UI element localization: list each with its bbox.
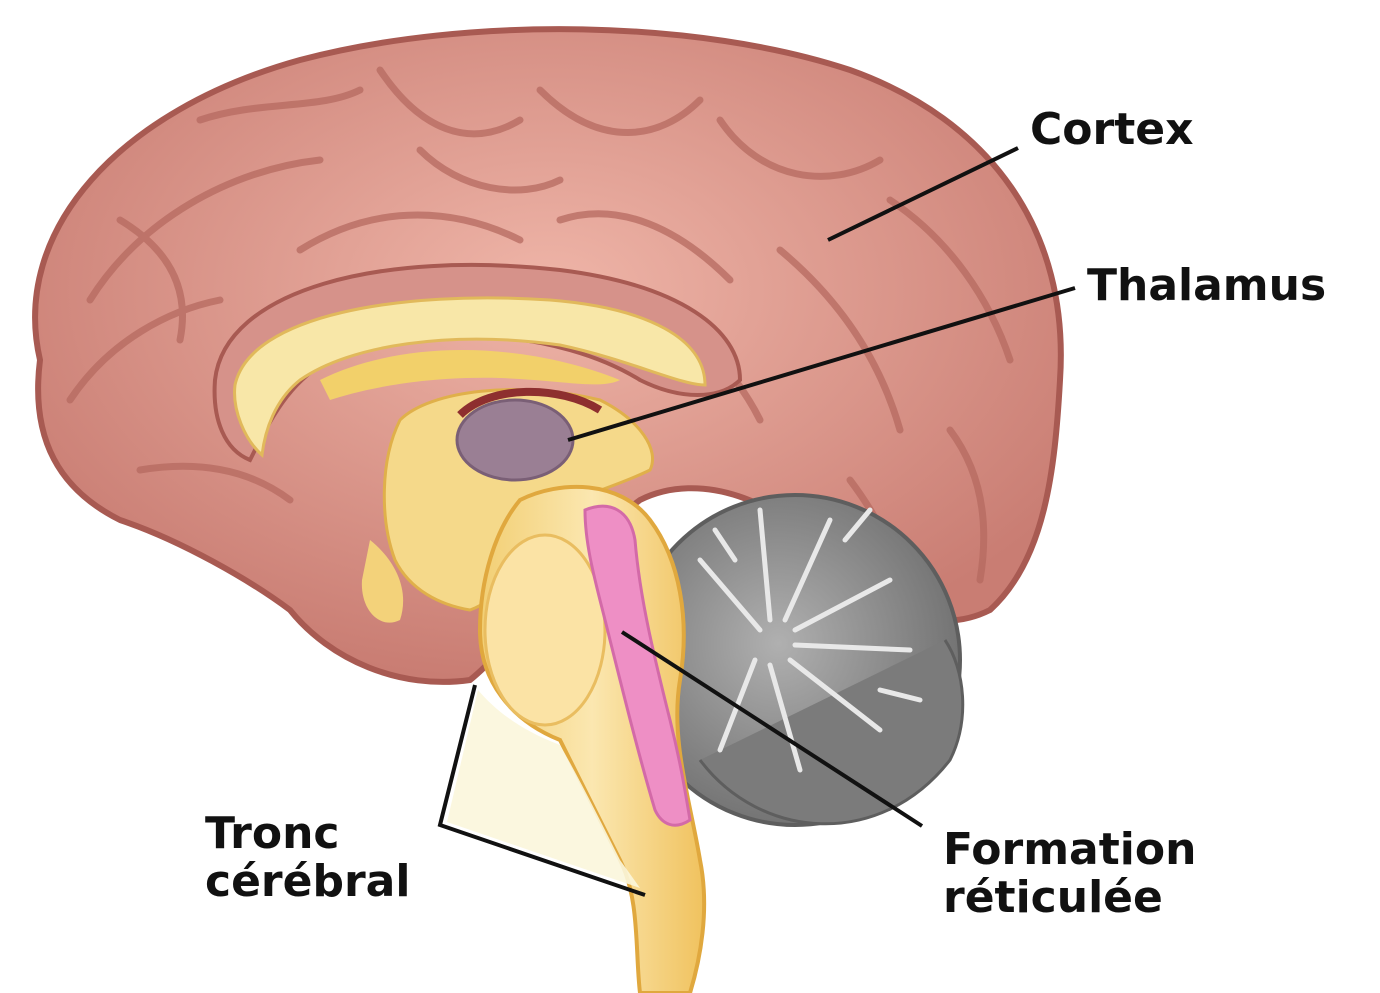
fornix [320,350,620,400]
hypothalamus-stalk [361,540,404,623]
brainstem-bracket [437,684,646,897]
thalamus-shape [455,398,575,482]
label-formation-line2: réticulée [943,872,1163,923]
cerebellum [628,493,965,827]
leader-cortex [827,146,1019,242]
leader-formation [620,630,924,828]
label-formation-line1: Formation [943,824,1197,875]
corpus-callosum [233,296,707,459]
pons [483,533,607,727]
reticular-formation-shape [583,504,692,827]
cortex-gyri [66,66,1014,604]
label-formation-reticulee: Formation réticulée [943,826,1196,922]
label-thalamus: Thalamus [1087,260,1327,311]
leader-thalamus [567,286,1076,442]
label-tronc-cerebral: Tronc cérébral [205,810,410,906]
label-tronc-line1: Tronc [205,808,340,859]
brainstem-bracket-fill [447,690,640,888]
label-tronc-line2: cérébral [205,856,411,907]
thalamus-top-rim [457,387,603,418]
label-cortex: Cortex [1030,104,1194,155]
